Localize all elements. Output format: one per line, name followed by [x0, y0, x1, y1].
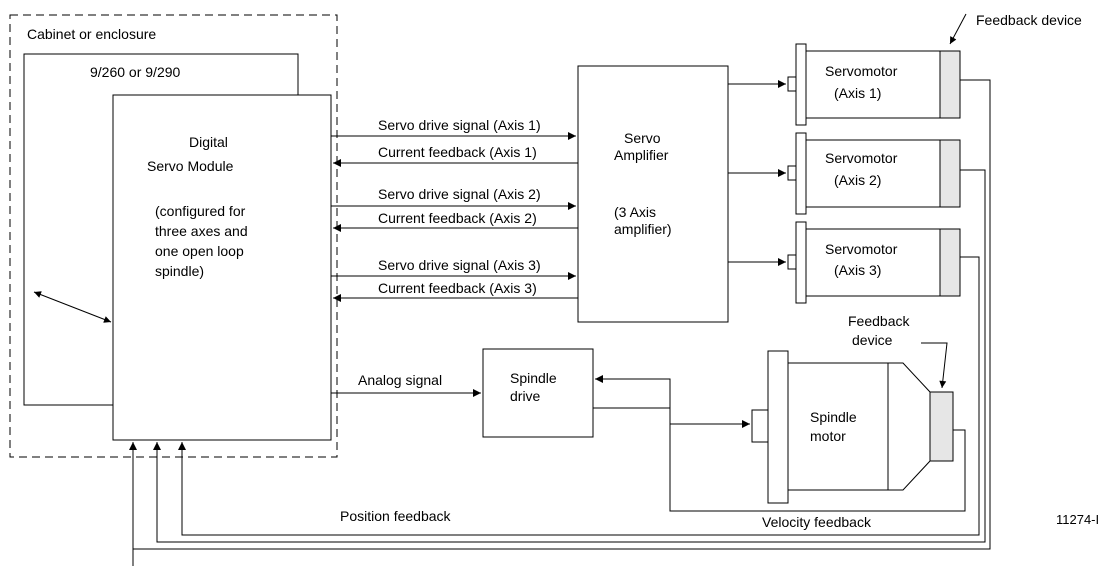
servo-drive-3-label: Servo drive signal (Axis 3) — [378, 257, 541, 273]
servomotor-3-name: Servomotor — [825, 241, 898, 257]
dsm-note-line4: spindle) — [155, 263, 204, 279]
servomotor-2: Servomotor (Axis 2) — [787, 132, 961, 215]
spindle-feedback-device-body — [929, 391, 954, 462]
amplifier-line1: Servo — [624, 130, 661, 146]
servomotor-1: Servomotor (Axis 1) — [787, 43, 961, 126]
spindle-drive — [482, 348, 594, 438]
controller-dsm-link-arrow — [33, 291, 112, 323]
spindle-drive-line2: drive — [510, 388, 541, 404]
feedback-device-top-label: Feedback device — [976, 12, 1082, 28]
velocity-feedback-line — [595, 375, 966, 512]
position-feedback-label: Position feedback — [340, 508, 452, 524]
servo-drive-1-label: Servo drive signal (Axis 1) — [378, 117, 541, 133]
servo-drive-2-label: Servo drive signal (Axis 2) — [378, 186, 541, 202]
position-feedback-axis1 — [129, 79, 991, 550]
analog-signal-label: Analog signal — [358, 372, 442, 388]
dsm-note-line2: three axes and — [155, 223, 248, 239]
controller-label: 9/260 or 9/290 — [90, 64, 181, 80]
servomotor-1-feedback-device — [939, 50, 961, 119]
current-fb-1-label: Current feedback (Axis 1) — [378, 144, 537, 160]
spindle-drive-line1: Spindle — [510, 370, 557, 386]
controller-outline — [23, 53, 299, 406]
spindle-motor-line2: motor — [810, 428, 846, 444]
servomotor-3-feedback-device — [939, 228, 961, 297]
servomotor-2-name: Servomotor — [825, 150, 898, 166]
servomotor-2-feedback-device — [939, 139, 961, 208]
servomotor-2-axis: (Axis 2) — [834, 172, 881, 188]
amplifier-line3: (3 Axis — [614, 204, 656, 220]
servomotor-3-axis: (Axis 3) — [834, 262, 881, 278]
servo-amplifier — [577, 65, 729, 323]
cabinet-boundary — [9, 14, 338, 458]
dsm-note-line3: one open loop — [155, 243, 244, 259]
current-fb-2-label: Current feedback (Axis 2) — [378, 210, 537, 226]
current-fb-3-label: Current feedback (Axis 3) — [378, 280, 537, 296]
cabinet-label: Cabinet or enclosure — [27, 26, 156, 42]
position-feedback-axis2 — [153, 169, 986, 543]
feedback-device-top-pointer — [949, 13, 967, 45]
servomotor-1-name: Servomotor — [825, 63, 898, 79]
spindle-feedback-label-line1: Feedback — [848, 313, 910, 329]
figure-id: 11274-I — [1056, 512, 1099, 527]
amplifier-line2: Amplifier — [614, 147, 669, 163]
spindle-motor: Spindle motor — [751, 350, 954, 504]
dsm-title-line2: Servo Module — [147, 158, 234, 174]
spindle-feedback-pointer — [921, 342, 948, 389]
drive-to-spindle-motor-arrow — [593, 407, 750, 428]
digital-servo-module — [112, 94, 332, 441]
spindle-feedback-label-line2: device — [852, 332, 893, 348]
servomotor-3: Servomotor (Axis 3) — [787, 221, 961, 304]
spindle-motor-line1: Spindle — [810, 409, 857, 425]
dsm-title-line1: Digital — [189, 134, 228, 150]
amplifier-line4: amplifier) — [614, 221, 672, 237]
position-feedback-axis3 — [178, 256, 980, 536]
dsm-note-line1: (configured for — [155, 203, 246, 219]
servomotor-1-axis: (Axis 1) — [834, 85, 881, 101]
velocity-feedback-label: Velocity feedback — [762, 514, 872, 530]
